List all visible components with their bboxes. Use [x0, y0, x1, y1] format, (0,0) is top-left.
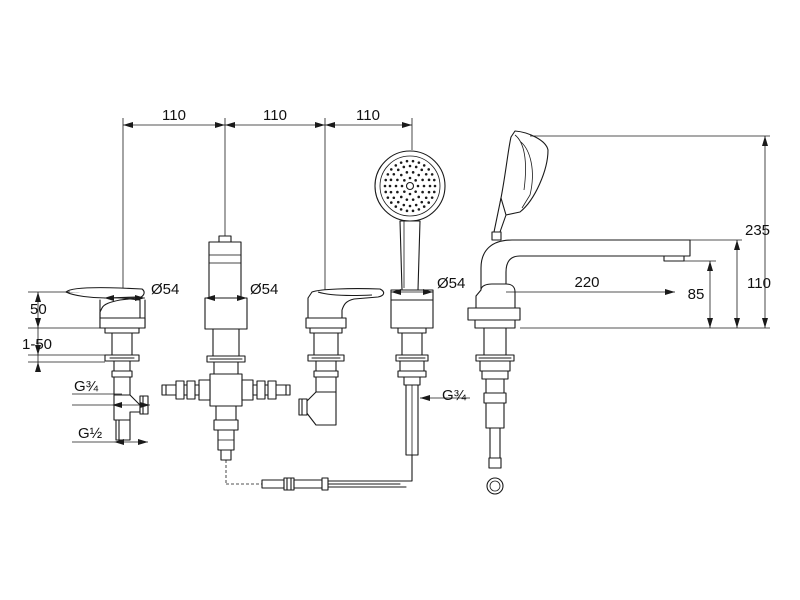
spray-nozzle	[408, 176, 412, 180]
spray-nozzle	[408, 192, 412, 196]
spray-nozzle	[405, 171, 409, 174]
spray-nozzle	[384, 178, 388, 182]
spray-nozzle	[411, 209, 415, 213]
lever-height-label: 50	[30, 301, 47, 318]
spray-nozzle	[399, 208, 403, 211]
spray-nozzle	[417, 173, 421, 177]
spacing-label-1: 110	[162, 107, 186, 124]
shower-diameter-label: Ø54	[437, 275, 465, 292]
spray-nozzle	[394, 164, 398, 167]
spray-nozzle	[414, 179, 417, 182]
spray-nozzle	[422, 205, 426, 208]
spray-nozzle	[396, 190, 399, 194]
left-thread-lower-label: G½	[78, 425, 103, 442]
spray-nozzle	[420, 200, 424, 204]
spray-nozzle	[394, 184, 398, 188]
bath-spout-side	[467, 130, 691, 495]
spray-nozzle	[414, 203, 418, 207]
spray-nozzle	[405, 159, 409, 163]
spacing-dimension-group: 110 110 110	[122, 107, 413, 295]
spray-nozzle	[405, 209, 409, 213]
spray-nozzle	[383, 184, 387, 188]
spray-nozzle	[424, 196, 428, 200]
spray-nozzles	[383, 159, 437, 213]
spray-nozzle	[384, 190, 388, 194]
spray-nozzle	[403, 190, 406, 193]
spray-nozzle	[389, 168, 393, 171]
spray-nozzle	[399, 173, 403, 177]
spray-nozzle	[417, 161, 421, 164]
spray-nozzle	[396, 178, 399, 182]
left-lever-mixer	[65, 287, 149, 441]
spout-dimensions: 220 85 110 235	[506, 135, 771, 329]
spray-nozzle	[421, 178, 424, 182]
spray-nozzle	[430, 196, 434, 199]
spray-nozzle	[420, 168, 424, 172]
spray-nozzle	[427, 178, 431, 182]
spray-nozzle	[389, 178, 393, 182]
right-thread-label: G¾	[442, 387, 467, 404]
spray-nozzle	[402, 203, 406, 207]
spray-nozzle	[427, 190, 431, 194]
spray-nozzle	[416, 184, 420, 188]
spray-nozzle	[389, 201, 393, 204]
left-diameter-label: Ø54	[151, 281, 179, 298]
spray-nozzle	[392, 172, 396, 176]
spout-height-85-label: 85	[688, 286, 705, 303]
spray-nozzle	[427, 168, 431, 171]
spray-nozzle	[399, 195, 403, 199]
spray-nozzle	[411, 198, 415, 201]
spray-nozzle	[433, 184, 437, 188]
spray-nozzle	[432, 178, 436, 182]
spray-nozzle	[417, 208, 421, 211]
spray-nozzle	[411, 171, 415, 174]
spray-nozzle	[389, 190, 393, 194]
total-height-label: 235	[745, 222, 770, 239]
spray-nozzle	[422, 164, 426, 167]
spray-nozzle	[417, 195, 421, 199]
spray-nozzle	[424, 172, 428, 176]
spray-nozzle	[394, 205, 398, 208]
spray-nozzle	[428, 184, 432, 188]
spray-nozzle	[405, 198, 409, 201]
spout-height-110-label: 110	[747, 275, 771, 292]
diverter-valve	[161, 235, 291, 461]
spray-nozzle	[422, 184, 426, 188]
spray-nozzle	[421, 190, 424, 194]
left-thread-upper-label: G¾	[74, 378, 99, 395]
spray-nozzle	[427, 201, 431, 204]
shower-center-cap	[405, 181, 415, 191]
diverter-diameter-label: Ø54	[250, 281, 278, 298]
spacing-label-2: 110	[263, 107, 287, 124]
spray-nozzle	[386, 173, 390, 176]
spray-nozzle	[402, 165, 406, 169]
hose-connection	[225, 454, 413, 491]
spacing-label-3: 110	[356, 107, 380, 124]
spray-nozzle	[408, 204, 412, 208]
diverter-diameter-dim: Ø54	[205, 281, 278, 301]
left-height-dimensions: 50 1-50 G¾ G½ Ø54	[22, 281, 179, 445]
hand-shower-front	[374, 150, 446, 456]
spray-nozzle	[403, 179, 406, 182]
spray-nozzle	[432, 190, 436, 194]
spray-nozzle	[388, 184, 392, 188]
spout-reach-label: 220	[574, 274, 599, 291]
spray-nozzle	[408, 164, 412, 168]
spray-nozzle	[414, 165, 418, 169]
spray-nozzle	[386, 196, 390, 199]
spray-nozzle	[392, 196, 396, 200]
spray-nozzle	[396, 168, 400, 172]
spray-nozzle	[400, 184, 404, 188]
spray-nozzle	[411, 159, 415, 163]
shower-diameter-dim: Ø54 G¾	[391, 275, 470, 404]
deck-thickness-label: 1-50	[22, 336, 52, 353]
spray-nozzle	[396, 200, 400, 204]
spray-nozzle	[430, 173, 434, 176]
right-lever-mixer	[298, 288, 385, 426]
spray-nozzle	[414, 190, 417, 193]
spray-nozzle	[399, 161, 403, 164]
